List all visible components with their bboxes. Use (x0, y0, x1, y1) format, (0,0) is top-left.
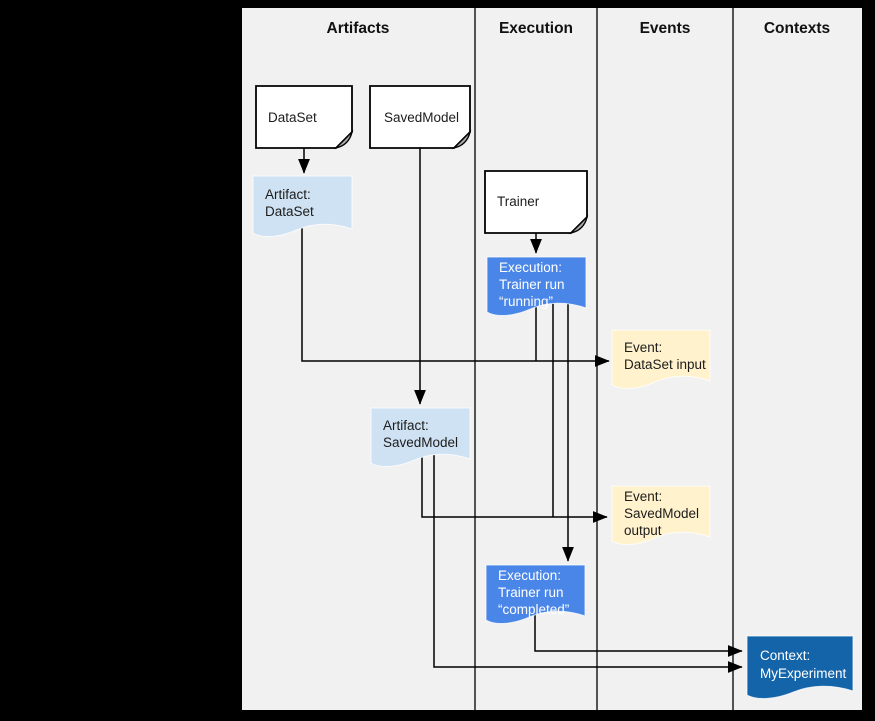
savedmodel-label: SavedModel (384, 110, 459, 125)
node-dataset: DataSet (255, 85, 354, 150)
execution-completed-line2: Trainer run (498, 585, 564, 600)
event-savedmodel-output-shape (611, 485, 711, 546)
node-savedmodel: SavedModel (369, 85, 472, 150)
event-savedmodel-output-line2: SavedModel (624, 506, 699, 521)
artifact-dataset-line1: Artifact: (265, 187, 311, 202)
node-context-myexperiment: Context: MyExperiment (746, 635, 854, 700)
node-artifact-dataset: Artifact: DataSet (252, 175, 353, 238)
context-myexperiment-shape (746, 635, 854, 700)
execution-completed-line3: “completed” (498, 602, 569, 617)
trainer-label: Trainer (497, 194, 540, 209)
execution-running-line3: “running” (499, 294, 553, 309)
node-execution-running: Execution: Trainer run “running” (486, 256, 587, 317)
connector-execution-completed-to-context (534, 612, 743, 657)
event-savedmodel-output-line3: output (624, 523, 662, 538)
event-dataset-input-shape (611, 329, 711, 390)
artifact-dataset-shape (252, 175, 353, 238)
trainer-card-fold-corner (568, 214, 589, 235)
event-dataset-input-line1: Event: (624, 340, 662, 355)
artifact-savedmodel-line1: Artifact: (383, 418, 429, 433)
dataset-label: DataSet (268, 110, 317, 125)
column-header-artifacts: Artifacts (327, 20, 390, 37)
context-myexperiment-line1: Context: (760, 648, 810, 663)
column-header-execution: Execution (499, 20, 573, 37)
connector-artifact-savedmodel-to-context (433, 455, 743, 673)
artifact-savedmodel-shape (370, 407, 471, 468)
savedmodel-card-fold-corner (451, 129, 472, 150)
artifact-savedmodel-line2: SavedModel (383, 435, 458, 450)
execution-running-line1: Execution: (499, 260, 562, 275)
execution-completed-line1: Execution: (498, 568, 561, 583)
connector-artifact-savedmodel-to-event-savedmodel-output (421, 455, 608, 523)
node-artifact-savedmodel: Artifact: SavedModel (370, 407, 471, 468)
connector-artifact-dataset-to-event-dataset-input (301, 228, 610, 367)
execution-running-line2: Trainer run (499, 277, 565, 292)
event-dataset-input-line2: DataSet input (624, 357, 706, 372)
node-event-dataset-input: Event: DataSet input (611, 329, 711, 390)
node-trainer: Trainer (484, 170, 589, 235)
node-event-savedmodel-output: Event: SavedModel output (611, 485, 711, 546)
event-savedmodel-output-line1: Event: (624, 489, 662, 504)
context-myexperiment-line2: MyExperiment (760, 666, 847, 681)
artifact-dataset-line2: DataSet (265, 204, 314, 219)
execution-running-shape (486, 256, 587, 317)
column-header-events: Events (640, 20, 691, 37)
dataset-card-fold-corner (333, 129, 354, 150)
column-header-contexts: Contexts (764, 20, 830, 37)
execution-completed-shape (485, 564, 586, 625)
node-execution-completed: Execution: Trainer run “completed” (485, 564, 586, 625)
